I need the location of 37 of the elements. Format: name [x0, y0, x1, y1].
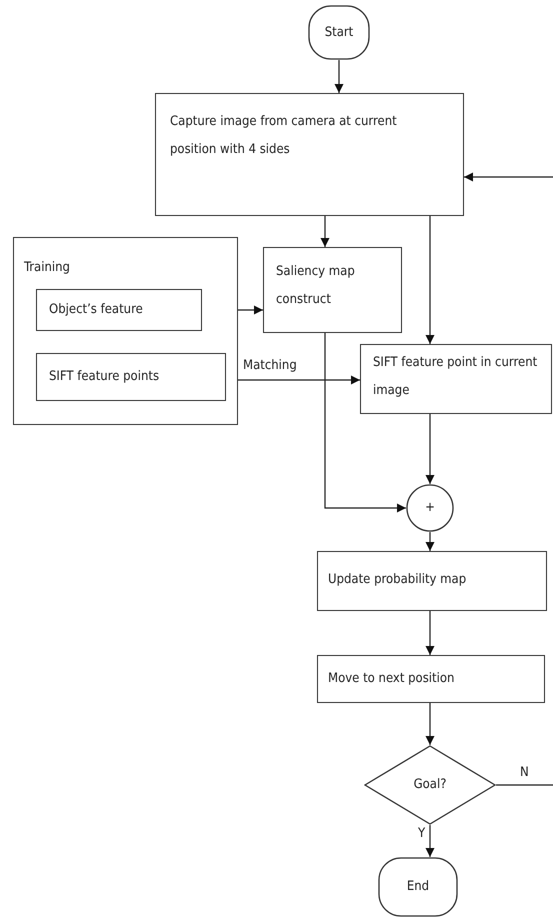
process-box [36, 353, 226, 401]
arrow [426, 532, 434, 551]
node-label: SIFT feature points [49, 368, 160, 386]
node-label: End [406, 878, 430, 896]
arrow [238, 306, 263, 314]
terminal-shape [308, 5, 370, 60]
decision-diamond [364, 745, 496, 825]
node-label: Goal? [412, 776, 448, 794]
node-label: Saliency map construct [276, 263, 356, 309]
process-box [317, 551, 547, 611]
process-box [263, 247, 402, 333]
process-box [317, 655, 545, 703]
edge-label: Matching [243, 359, 297, 373]
process-box [360, 344, 552, 414]
node-label: Capture image from camera at current position with 4 sides [170, 113, 398, 159]
node-label: Move to next position [328, 670, 456, 688]
terminal-shape [378, 857, 458, 917]
node-label: Update probability map [328, 571, 468, 589]
node-label: + [424, 499, 436, 517]
junction-circle [406, 484, 454, 532]
process-box [155, 93, 464, 216]
arrow [238, 376, 360, 384]
arrow [426, 414, 434, 484]
arrow [426, 703, 434, 745]
node-label: Object’s feature [49, 301, 144, 319]
arrow [426, 216, 434, 344]
arrow [426, 825, 434, 857]
group-box [13, 237, 238, 425]
node-label: SIFT feature point in current image [373, 354, 538, 400]
node-label: Start [324, 24, 354, 42]
process-box [36, 289, 202, 331]
arrow [320, 216, 330, 247]
group-title: Training [24, 259, 71, 277]
arrow [464, 172, 553, 182]
arrow [334, 60, 344, 93]
arrow [324, 333, 406, 512]
arrow [426, 611, 434, 655]
